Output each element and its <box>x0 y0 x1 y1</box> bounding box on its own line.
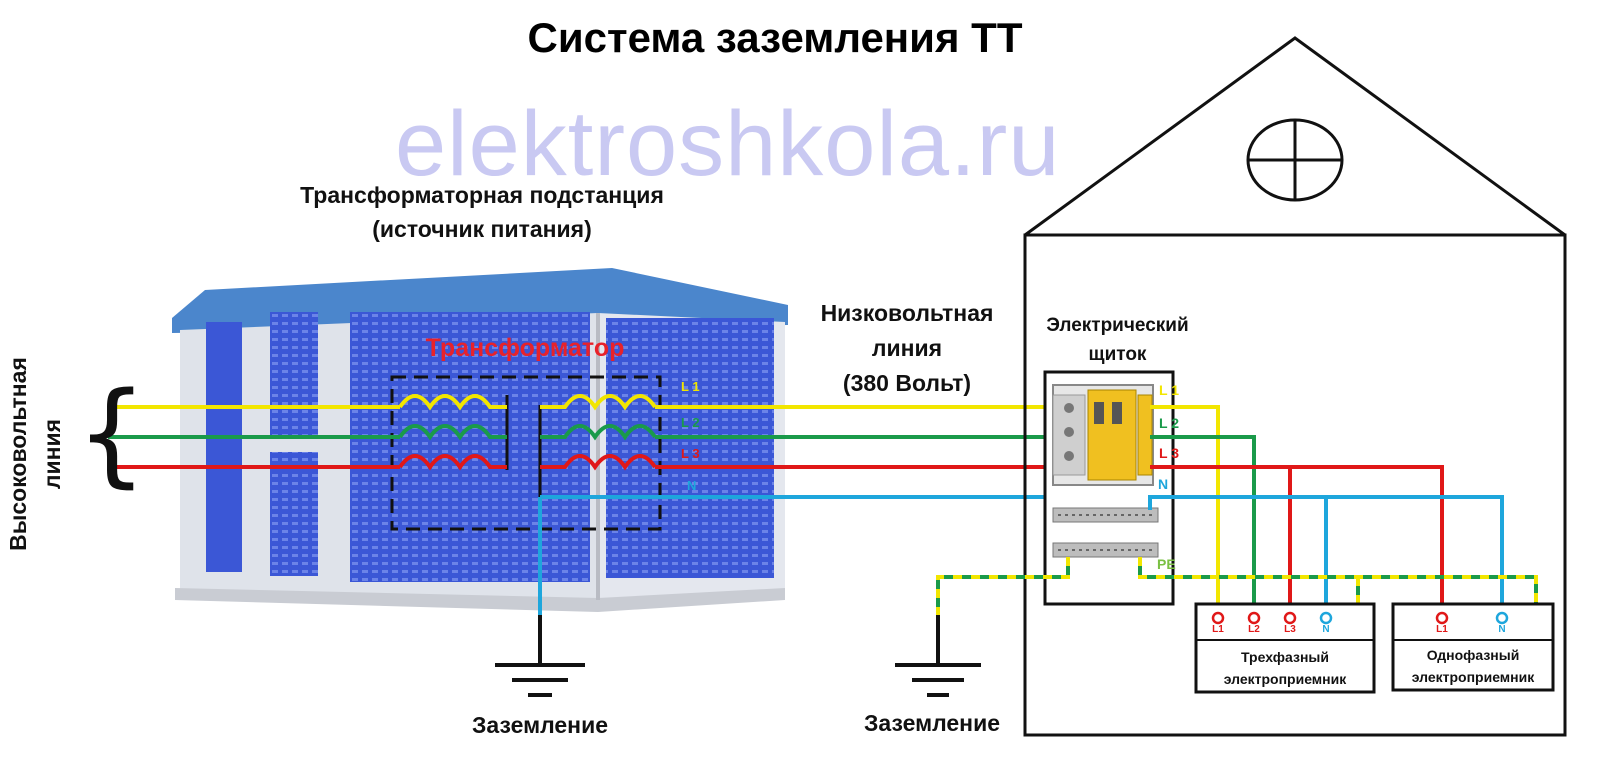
panel-tag-l2: L 2 <box>1159 415 1179 431</box>
secondary-coil-l1 <box>540 394 657 411</box>
panel-tag-l3: L 3 <box>1159 445 1179 461</box>
wire-tag-l2: L 2 <box>681 415 700 430</box>
terminal-label-l3: L3 <box>1284 624 1296 635</box>
wire-tag-n: N <box>687 478 697 493</box>
terminal-l3 <box>1283 611 1297 625</box>
watermark: elektroshkola.ru <box>395 93 1061 195</box>
terminal-l1 <box>1435 611 1449 625</box>
terminal-n <box>1319 611 1333 625</box>
hv-brace: { <box>76 369 148 499</box>
house-outline <box>1023 36 1567 737</box>
ground-symbol-left <box>495 663 585 697</box>
terminal-label-n: N <box>1322 624 1330 635</box>
single-phase-consumer-label: Однофазный электроприемник <box>1411 647 1535 685</box>
terminal-l2 <box>1247 611 1261 625</box>
page-title: Система заземления ТТ <box>527 14 1023 61</box>
substation-building <box>172 268 788 612</box>
panel-out-l1 <box>1150 405 1220 612</box>
hv-line-label: Высоковольтная линия <box>5 357 65 551</box>
substation-door <box>206 322 242 572</box>
substation-panel <box>606 318 774 578</box>
secondary-coil-l3 <box>540 454 657 471</box>
three-phase-consumer-label: Трехфазный электроприемник <box>1223 649 1347 687</box>
single-phase-consumer-box <box>1391 602 1555 692</box>
ground-symbol-right <box>895 615 981 697</box>
terminal-label-l1: L1 <box>1212 624 1224 635</box>
panel-out-l3 <box>1150 465 1444 612</box>
terminal-label-n: N <box>1498 624 1506 635</box>
transformer-label: Трансформатор <box>425 334 625 362</box>
panel-tag-l1: L 1 <box>1159 382 1179 398</box>
panel-label: Электрический щиток <box>1046 315 1189 365</box>
substation-vent <box>270 312 318 436</box>
secondary-coil-l2 <box>540 424 657 441</box>
wire-tag-l1: L 1 <box>681 379 700 394</box>
neutral-bus-bar <box>1052 507 1159 523</box>
transformer-box <box>390 375 662 531</box>
circuit-breaker-icon <box>1052 384 1154 486</box>
panel-tag-pe: PE <box>1157 556 1176 572</box>
house-window-icon <box>1246 118 1344 202</box>
terminal-label-l1: L1 <box>1436 624 1448 635</box>
terminal-label-l2: L2 <box>1248 624 1260 635</box>
substation-panel <box>350 312 590 582</box>
terminal-l1 <box>1211 611 1225 625</box>
terminal-n <box>1495 611 1509 625</box>
primary-coil-l3 <box>398 454 507 471</box>
ground-label-right: Заземление <box>863 710 1001 736</box>
pe-bus-bar <box>1052 542 1159 558</box>
ground-label-left: Заземление <box>471 712 609 738</box>
panel-tag-n: N <box>1158 476 1169 492</box>
primary-coil-l2 <box>398 424 507 441</box>
primary-coil-l1 <box>398 394 507 411</box>
substation-vent <box>270 452 318 576</box>
lv-line-label: Низковольтная линия (380 Вольт) <box>820 300 994 396</box>
substation-label: Трансформаторная подстанция (источник пи… <box>300 182 664 242</box>
wire-tag-l3: L 3 <box>681 446 700 461</box>
panel-out-l2 <box>1150 435 1256 612</box>
